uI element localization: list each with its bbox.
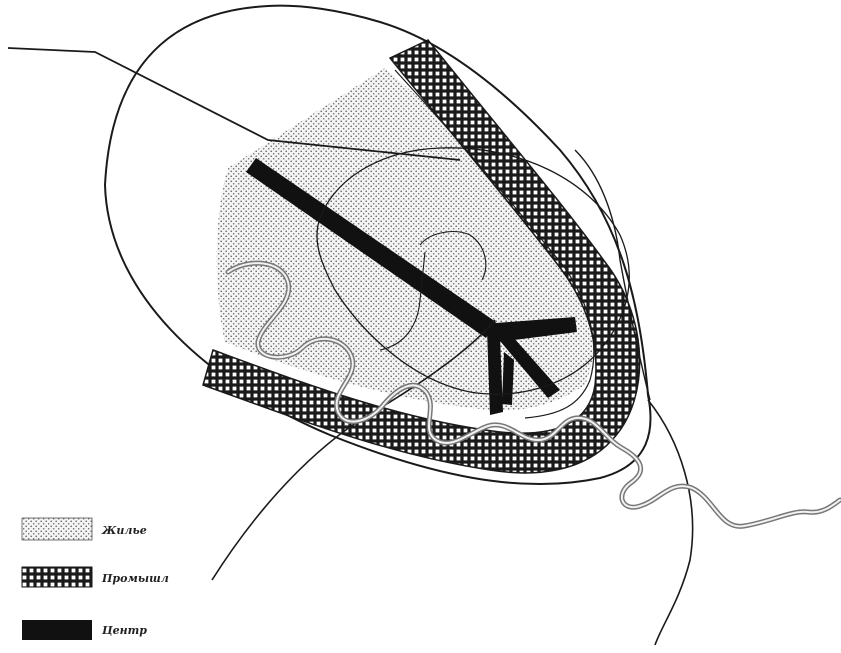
legend-item-residential: Жилье [22,518,147,540]
legend-swatch-crosshatch [22,567,92,587]
legend-swatch-solid [22,620,92,640]
legend-swatch-dots [22,518,92,540]
legend-item-center: Центр [22,620,147,640]
legend-label-industrial: Промышл [101,572,169,585]
legend-label-center: Центр [101,624,147,637]
road-southeast [648,400,693,645]
legend-label-residential: Жилье [101,524,147,537]
legend: Жилье Промышл Центр [22,518,169,640]
legend-item-industrial: Промышл [22,567,169,587]
